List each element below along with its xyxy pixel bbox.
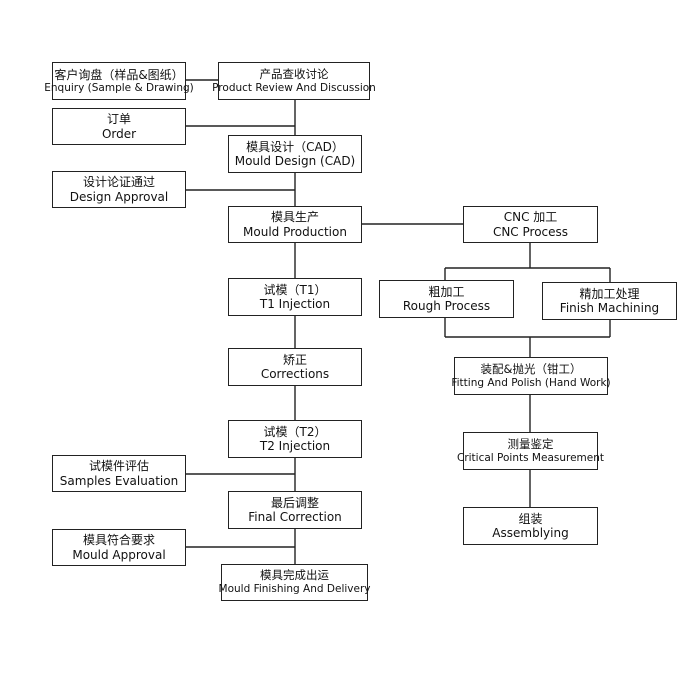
- design-approval-en: Design Approval: [69, 189, 169, 204]
- order-box: 订单 Order: [52, 108, 186, 145]
- order-en: Order: [101, 126, 137, 141]
- finish-machining-box: 精加工处理 Finish Machining: [542, 282, 677, 320]
- cnc-process-en: CNC Process: [492, 224, 569, 239]
- enquiry-en: Enquiry (Sample & Drawing): [44, 81, 194, 94]
- fitting-polish-zh: 装配&抛光（钳工）: [480, 361, 582, 376]
- fitting-polish-en: Fitting And Polish (Hand Work): [451, 376, 611, 389]
- mould-production-zh: 模具生产: [270, 210, 319, 225]
- mould-finishing-zh: 模具完成出运: [260, 568, 329, 583]
- fitting-polish-box: 装配&抛光（钳工） Fitting And Polish (Hand Work): [451, 357, 611, 395]
- final-correction-en: Final Correction: [248, 510, 342, 524]
- critical-points-en: Critical Points Measurement: [456, 451, 605, 464]
- enquiry-box: 客户询盘（样品&图纸） Enquiry (Sample & Drawing): [44, 62, 194, 100]
- cnc-process-box: CNC 加工 CNC Process: [463, 206, 598, 243]
- product-review-zh: 产品查收讨论: [259, 66, 329, 81]
- product-review-en: Product Review And Discussion: [212, 81, 376, 94]
- rough-process-en: Rough Process: [402, 299, 491, 313]
- mould-production-en: Mould Production: [243, 224, 347, 239]
- samples-evaluation-en: Samples Evaluation: [59, 473, 179, 488]
- assemblying-zh: 组装: [518, 511, 543, 526]
- order-zh: 订单: [106, 112, 131, 127]
- t1-injection-box: 试模（T1） T1 Injection: [228, 278, 362, 316]
- mould-approval-box: 模具符合要求 Mould Approval: [52, 529, 186, 566]
- finish-machining-en: Finish Machining: [559, 301, 660, 315]
- t1-injection-en: T1 Injection: [259, 297, 331, 311]
- product-review-box: 产品查收讨论 Product Review And Discussion: [212, 62, 376, 100]
- mould-finishing-box: 模具完成出运 Mould Finishing And Delivery: [218, 564, 371, 601]
- final-correction-box: 最后调整 Final Correction: [228, 491, 362, 529]
- enquiry-zh: 客户询盘（样品&图纸）: [54, 67, 184, 82]
- samples-evaluation-box: 试模件评估 Samples Evaluation: [52, 455, 186, 492]
- t2-injection-box: 试模（T2） T2 Injection: [228, 420, 362, 458]
- cnc-process-zh: CNC 加工: [503, 210, 558, 225]
- rough-process-zh: 粗加工: [428, 284, 465, 299]
- design-approval-box: 设计论证通过 Design Approval: [52, 171, 186, 208]
- final-correction-zh: 最后调整: [270, 495, 319, 510]
- finish-machining-zh: 精加工处理: [579, 286, 640, 301]
- corrections-box: 矫正 Corrections: [228, 348, 362, 386]
- rough-process-box: 粗加工 Rough Process: [379, 280, 514, 318]
- mould-production-box: 模具生产 Mould Production: [228, 206, 362, 243]
- mould-design-box: 模具设计（CAD） Mould Design (CAD): [228, 135, 362, 173]
- design-approval-zh: 设计论证通过: [82, 175, 155, 190]
- samples-evaluation-zh: 试模件评估: [88, 459, 149, 474]
- corrections-zh: 矫正: [282, 352, 307, 367]
- assemblying-en: Assemblying: [492, 526, 569, 540]
- t2-injection-zh: 试模（T2）: [263, 424, 327, 439]
- t1-injection-zh: 试模（T1）: [263, 282, 327, 297]
- critical-points-zh: 测量鉴定: [507, 436, 554, 451]
- mould-approval-en: Mould Approval: [72, 547, 166, 562]
- critical-points-box: 测量鉴定 Critical Points Measurement: [457, 432, 604, 470]
- t2-injection-en: T2 Injection: [259, 439, 331, 453]
- mould-design-en: Mould Design (CAD): [234, 154, 356, 168]
- mould-design-zh: 模具设计（CAD）: [246, 139, 344, 154]
- mould-finishing-en: Mould Finishing And Delivery: [218, 583, 371, 596]
- mould-approval-zh: 模具符合要求: [82, 533, 155, 548]
- assemblying-box: 组装 Assemblying: [463, 507, 598, 545]
- corrections-en: Corrections: [260, 367, 330, 381]
